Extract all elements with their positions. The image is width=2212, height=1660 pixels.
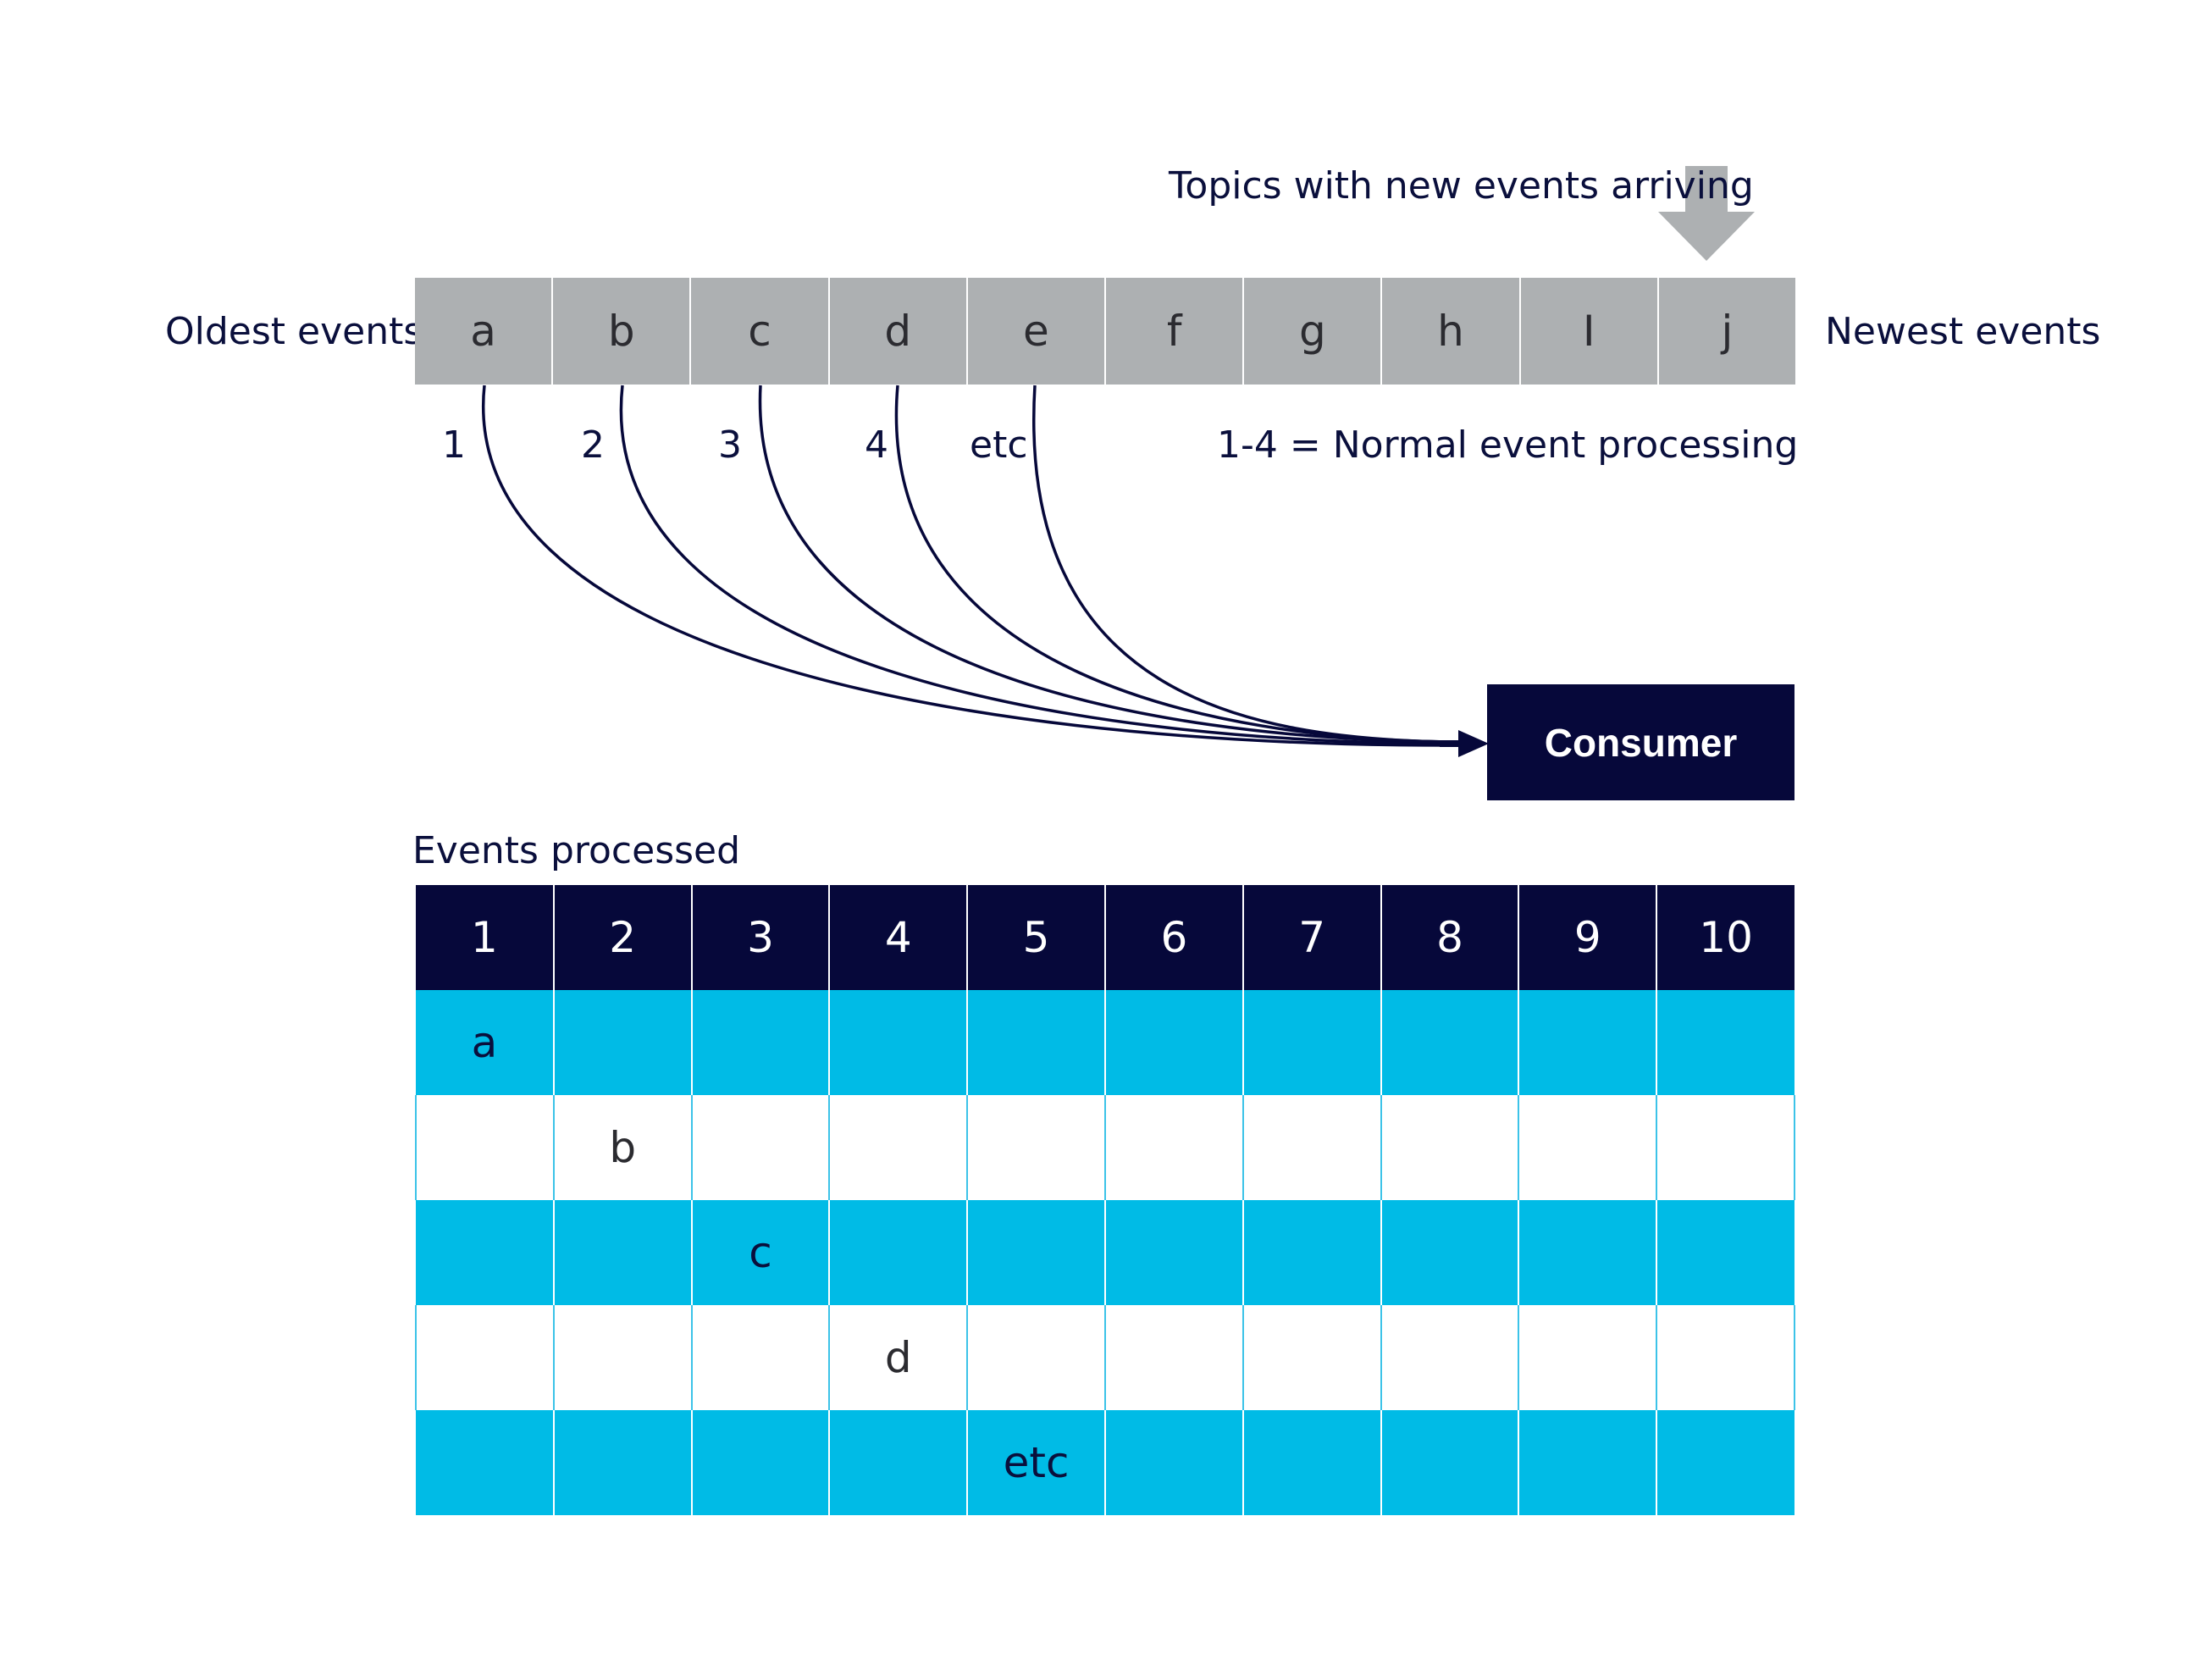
table-cell — [1656, 1095, 1795, 1200]
topic-cell: f — [1106, 278, 1245, 385]
table-header-row: 1 2 3 4 5 6 7 8 9 10 — [416, 885, 1794, 990]
table-cell: a — [416, 990, 554, 1095]
table-cell — [552, 990, 692, 1095]
table-cell — [552, 1410, 692, 1515]
oldest-events-label: Oldest events — [165, 310, 423, 353]
table-cell — [690, 990, 830, 1095]
table-cell — [1103, 1410, 1243, 1515]
table-cell — [1241, 1410, 1381, 1515]
table-row: d — [415, 1305, 1795, 1410]
step-label: 2 — [581, 423, 605, 467]
column-header: 6 — [1103, 885, 1243, 990]
topic-cell: h — [1382, 278, 1521, 385]
table-cell — [1518, 1305, 1657, 1410]
table-cell — [415, 1305, 554, 1410]
table-cell — [1103, 1095, 1243, 1200]
topic-cell: g — [1244, 278, 1383, 385]
table-cell — [1241, 1200, 1381, 1305]
step-label: 3 — [718, 423, 742, 467]
table-row: a — [416, 990, 1794, 1095]
table-cell — [828, 1095, 968, 1200]
table-cell — [1656, 1410, 1794, 1515]
step-label: 4 — [865, 423, 888, 467]
table-row: etc — [416, 1410, 1794, 1515]
table-cell — [1518, 1200, 1657, 1305]
table-cell — [1380, 1200, 1519, 1305]
table-cell — [1518, 1410, 1657, 1515]
table-cell — [416, 1410, 554, 1515]
column-header: 3 — [690, 885, 830, 990]
table-cell — [1656, 1305, 1795, 1410]
table-cell — [1103, 1200, 1243, 1305]
topic-cell: a — [415, 278, 554, 385]
table-cell — [690, 1305, 830, 1410]
table-row: b — [415, 1095, 1795, 1200]
table-cell — [966, 1095, 1105, 1200]
topic-cell: b — [553, 278, 692, 385]
events-processed-table: 1 2 3 4 5 6 7 8 9 10 a b — [415, 885, 1795, 1515]
topic-cell: e — [967, 278, 1107, 385]
newest-events-label: Newest events — [1825, 310, 2101, 353]
table-cell: d — [828, 1305, 968, 1410]
table-cell: b — [552, 1095, 692, 1200]
column-header: 8 — [1380, 885, 1519, 990]
table-cell: etc — [966, 1410, 1105, 1515]
legend-note: 1-4 = Normal event processing — [1217, 423, 1799, 467]
step-label: 1 — [442, 423, 466, 467]
column-header: 7 — [1241, 885, 1381, 990]
table-cell — [966, 1200, 1105, 1305]
topic-strip: a b c d e f g h I j — [415, 278, 1796, 385]
table-cell — [828, 1410, 968, 1515]
table-cell — [1103, 1305, 1243, 1410]
column-header: 1 — [416, 885, 554, 990]
table-cell — [1518, 1095, 1657, 1200]
table-cell — [416, 1200, 554, 1305]
table-cell — [1656, 1200, 1794, 1305]
topic-cell: c — [691, 278, 830, 385]
column-header: 9 — [1518, 885, 1657, 990]
column-header: 10 — [1656, 885, 1794, 990]
table-cell — [1241, 1095, 1381, 1200]
table-cell — [966, 990, 1105, 1095]
table-cell — [1518, 990, 1657, 1095]
arriving-label: Topics with new events arriving — [1169, 164, 1754, 208]
topic-cell: I — [1520, 278, 1659, 385]
table-cell: c — [690, 1200, 830, 1305]
table-row: c — [416, 1200, 1794, 1305]
topic-cell: d — [829, 278, 968, 385]
step-label: etc — [970, 423, 1028, 467]
table-cell — [690, 1410, 830, 1515]
column-header: 2 — [552, 885, 692, 990]
table-cell — [690, 1095, 830, 1200]
table-cell — [1241, 1305, 1381, 1410]
table-cell — [1380, 1305, 1519, 1410]
table-cell — [1241, 990, 1381, 1095]
table-cell — [552, 1305, 692, 1410]
table-cell — [415, 1095, 554, 1200]
consumer-arrowhead-icon — [1458, 730, 1489, 757]
column-header: 5 — [966, 885, 1105, 990]
topic-cell: j — [1658, 278, 1796, 385]
table-cell — [966, 1305, 1105, 1410]
consumer-box: Consumer — [1487, 684, 1794, 800]
table-cell — [552, 1200, 692, 1305]
table-cell — [1103, 990, 1243, 1095]
table-cell — [828, 990, 968, 1095]
table-cell — [1380, 1095, 1519, 1200]
column-header: 4 — [828, 885, 968, 990]
table-cell — [1380, 990, 1519, 1095]
table-cell — [1656, 990, 1794, 1095]
table-cell — [828, 1200, 968, 1305]
table-caption: Events processed — [412, 829, 741, 872]
table-cell — [1380, 1410, 1519, 1515]
